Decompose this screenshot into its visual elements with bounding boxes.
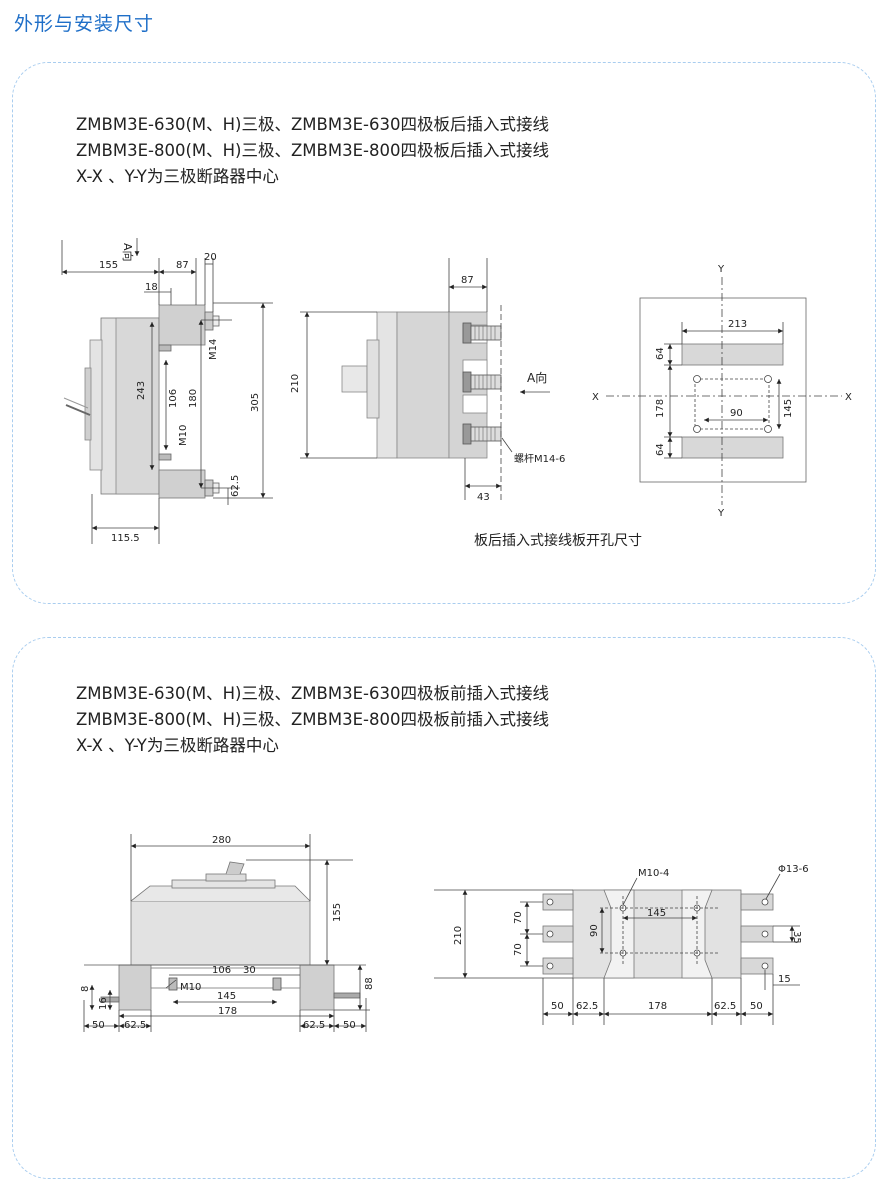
section-rear-connection-panel [12,62,876,604]
plan-dim-178: 178 [648,1001,667,1012]
side-dim-18: 18 [145,282,158,293]
rear-direction-label: A向 [527,370,547,385]
cutout-axis-x-left: X [592,392,599,403]
front-dim-50-right: 50 [343,1020,356,1031]
rear-view-drawing [300,258,550,500]
section2-line-3: X-X 、Y-Y为三极断路器中心 [76,736,279,755]
front-dim-8: 8 [80,986,91,992]
section-front-connection-panel [12,637,876,1179]
side-dim-106: 106 [168,389,179,408]
plan-dim-145: 145 [647,908,666,919]
cutout-caption: 板后插入式接线板开孔尺寸 [474,533,642,549]
side-dim-115-5: 115.5 [111,533,140,544]
front-dim-88: 88 [364,977,375,990]
plan-dim-62-5-left: 62.5 [576,1001,598,1012]
plan-dim-90: 90 [589,924,600,937]
front-dim-62-5-left: 62.5 [124,1020,146,1031]
plan-view-labels: 210 70 70 90 145 35 15 50 62.5 178 62.5 … [453,864,809,1012]
page-title: 外形与安装尺寸 [14,13,155,35]
plan-dim-50-right: 50 [750,1001,763,1012]
side-dim-243: 243 [136,381,147,400]
front-thread-m10: M10 [180,982,201,993]
section1-line-3: X-X 、Y-Y为三极断路器中心 [76,167,279,186]
plan-view-drawing [434,873,800,1025]
cutout-dim-64-top: 64 [655,347,666,360]
side-dim-180: 180 [188,389,199,408]
section2-line-1: ZMBM3E-630(M、H)三极、ZMBM3E-630四极板前插入式接线 [76,684,549,703]
plan-dim-70-top: 70 [513,911,524,924]
section2-line-2: ZMBM3E-800(M、H)三极、ZMBM3E-800四极板前插入式接线 [76,710,549,729]
front-dim-50-left: 50 [92,1020,105,1031]
rear-view-labels: 87 210 43 A向 螺杆M14-6 [290,275,565,503]
front-dim-155: 155 [332,903,343,922]
section2-caption: ZMBM3E-630(M、H)三极、ZMBM3E-630四极板前插入式接线 ZM… [76,681,549,759]
cutout-dim-90: 90 [730,408,743,419]
plan-dim-15: 15 [778,974,791,985]
side-dim-20: 20 [204,252,217,263]
rear-bolt-label: 螺杆M14-6 [514,453,565,465]
cutout-axis-x-right: X [845,392,852,403]
rear-dim-43: 43 [477,492,490,503]
cutout-dim-213: 213 [728,319,747,330]
cutout-dim-64-bottom: 64 [655,443,666,456]
front-view-labels: 280 155 106 30 88 8 16 145 178 50 62.5 6… [80,835,375,1031]
side-dim-62-5: 62.5 [230,475,241,497]
front-dim-62-5-right: 62.5 [303,1020,325,1031]
plan-dim-210: 210 [453,926,464,945]
cutout-labels: 213 64 178 90 145 64 X X Y Y [592,264,852,519]
front-dim-280: 280 [212,835,231,846]
front-dim-145: 145 [217,991,236,1002]
side-direction-label: A向 [121,243,135,262]
side-view-drawing [61,238,273,544]
plan-hole-phi13-6: Φ13-6 [778,864,809,875]
front-dim-30: 30 [243,965,256,976]
plan-dim-70-bottom: 70 [513,943,524,956]
side-thread-m14: M14 [208,339,219,360]
plan-dim-62-5-right: 62.5 [714,1001,736,1012]
section1-line-2: ZMBM3E-800(M、H)三极、ZMBM3E-800四极板后插入式接线 [76,141,549,160]
plan-dim-50-left: 50 [551,1001,564,1012]
section1-caption: ZMBM3E-630(M、H)三极、ZMBM3E-630四极板后插入式接线 ZM… [76,112,549,190]
cutout-axis-y-top: Y [717,264,725,275]
cutout-dim-145: 145 [783,399,794,418]
cutout-axis-y-bottom: Y [717,508,725,519]
rear-dim-87: 87 [461,275,474,286]
cutout-dim-178: 178 [655,399,666,418]
front-dim-178: 178 [218,1006,237,1017]
side-dim-87: 87 [176,260,189,271]
side-thread-m10: M10 [178,425,189,446]
side-dim-155: 155 [99,260,118,271]
side-dim-305: 305 [250,393,261,412]
plan-thread-m10-4: M10-4 [638,868,669,879]
rear-dim-210: 210 [290,374,301,393]
front-dim-16: 16 [98,997,109,1010]
cutout-drawing [606,277,842,505]
front-view-drawing [83,834,370,1032]
front-dim-106: 106 [212,965,231,976]
plan-dim-35: 35 [791,931,802,944]
section1-line-1: ZMBM3E-630(M、H)三极、ZMBM3E-630四极板后插入式接线 [76,115,549,134]
side-view-labels: A向 155 87 20 18 243 106 180 305 62.5 115… [99,243,261,544]
